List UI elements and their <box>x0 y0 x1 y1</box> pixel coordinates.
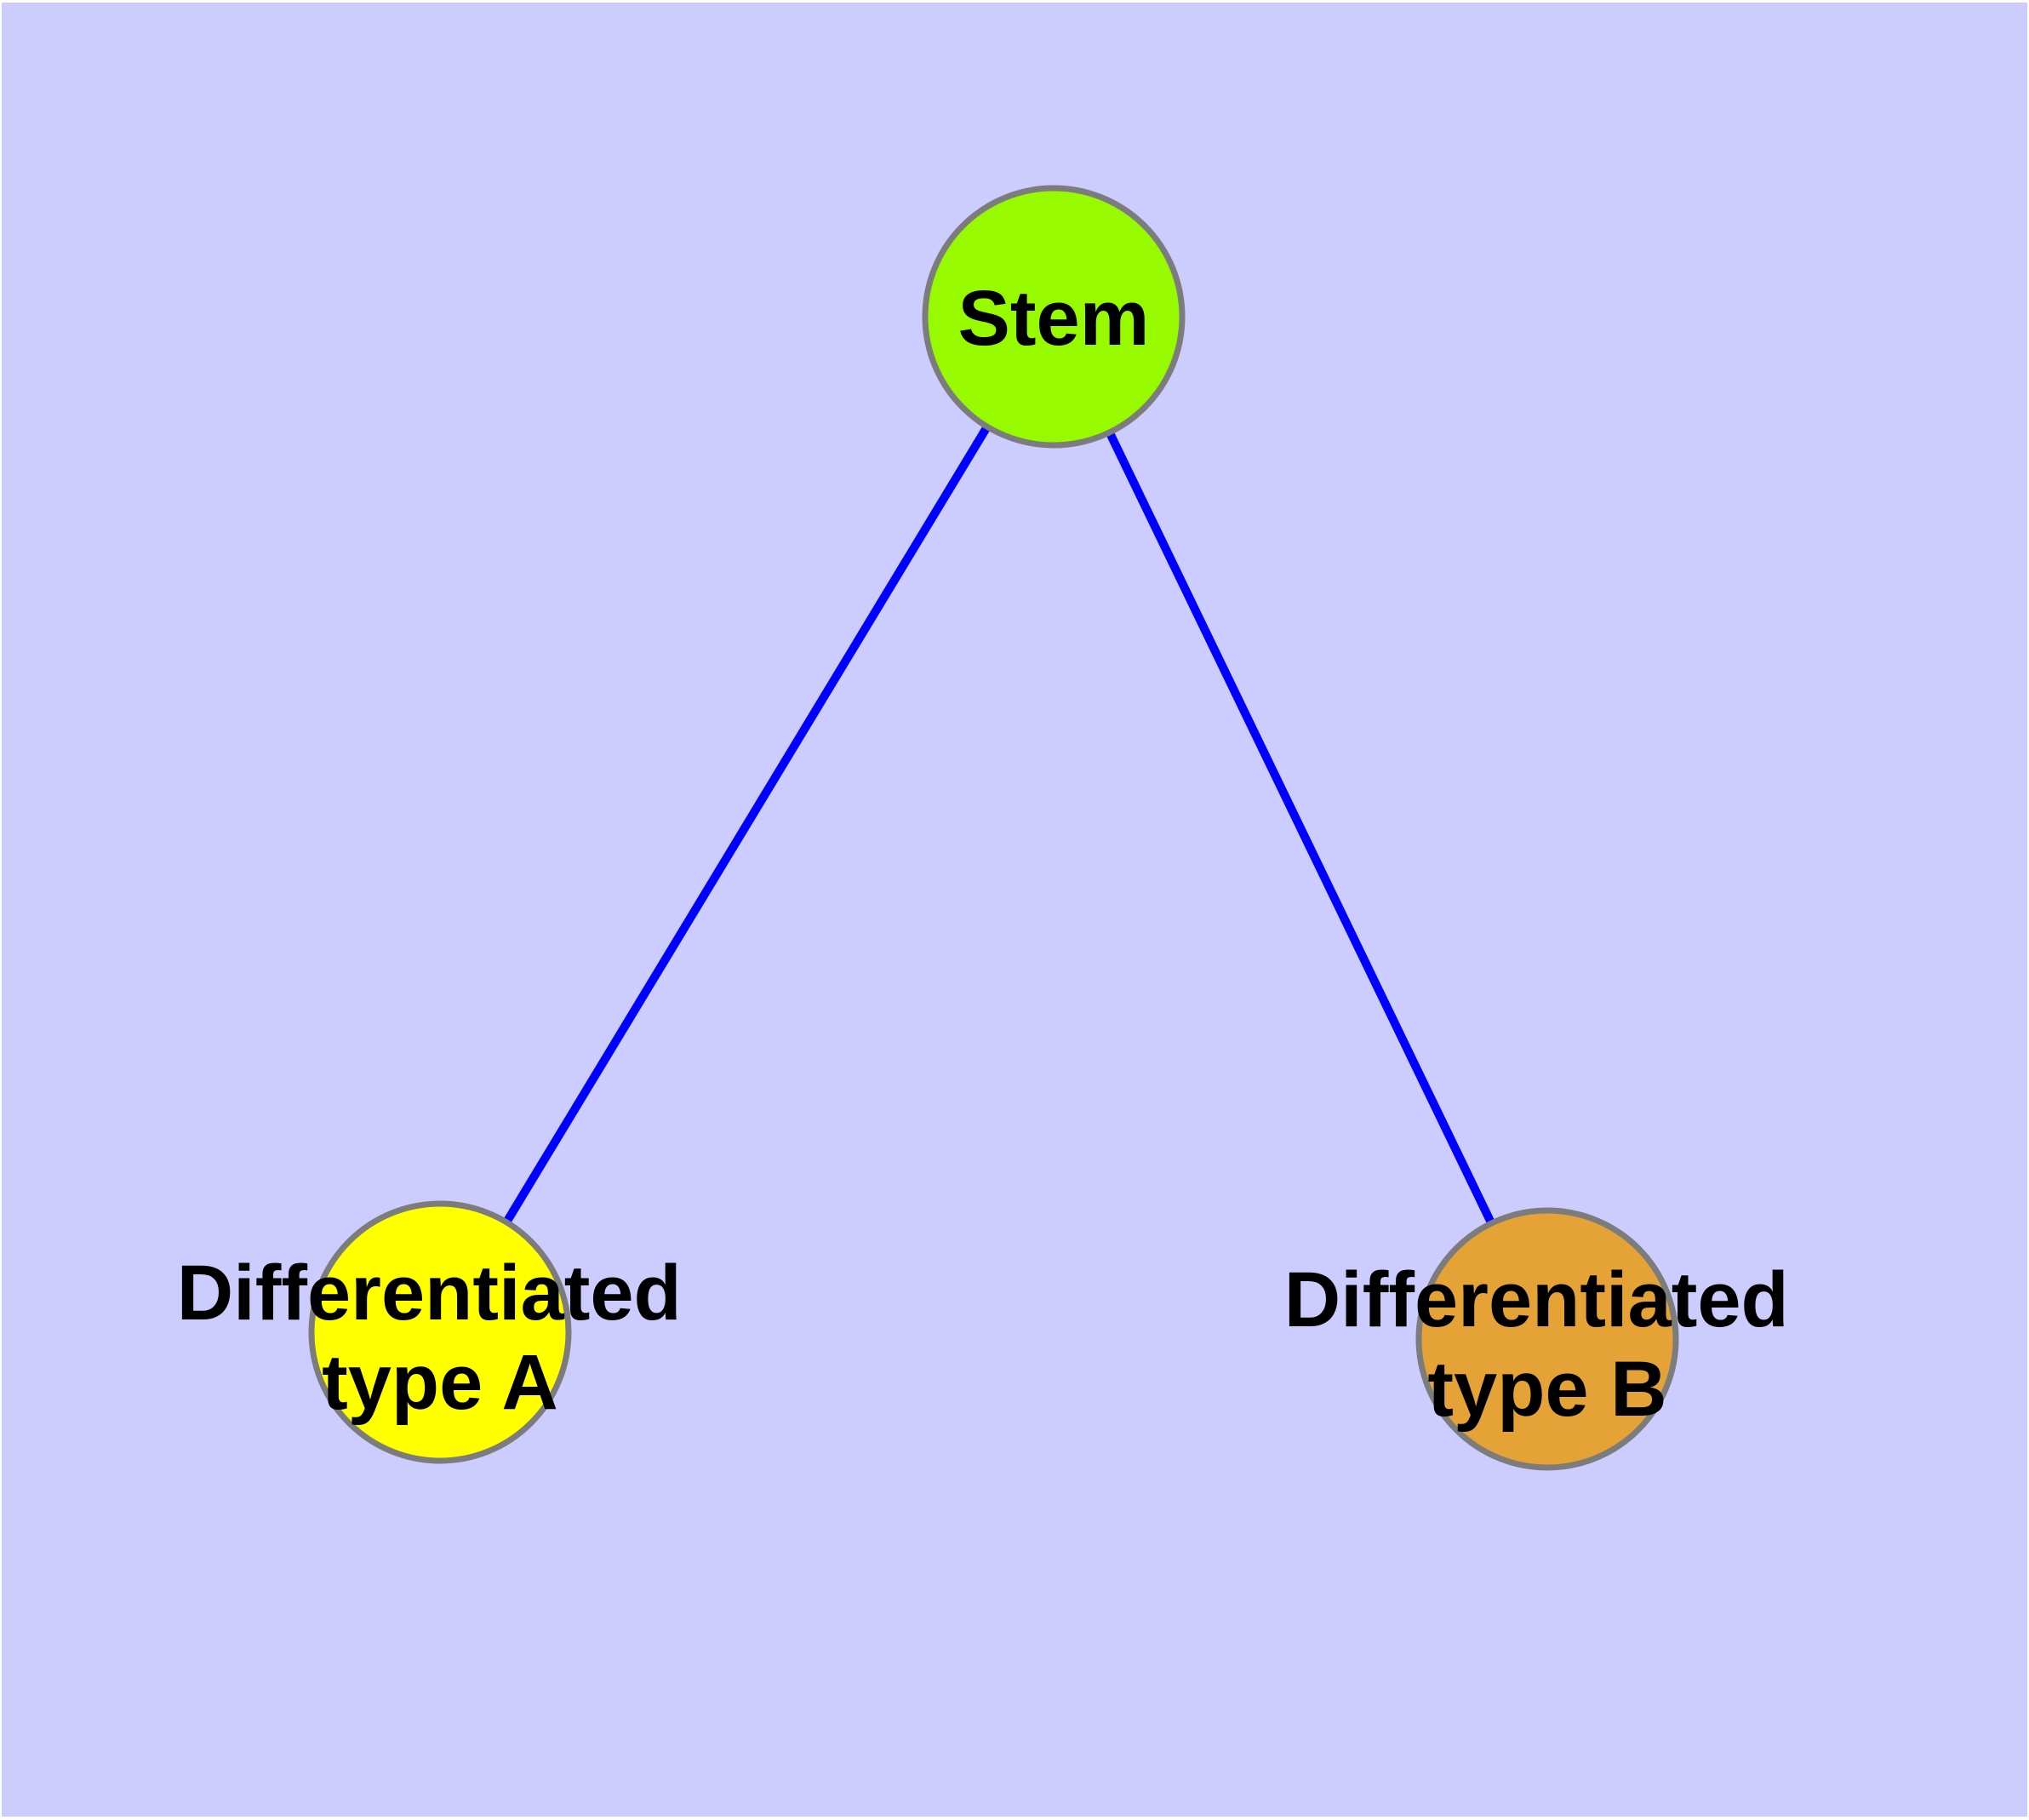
type-a-label-line-1: Differentiated <box>177 1250 682 1336</box>
edge-stem-to-type-b <box>1049 314 1552 1342</box>
type-b-label-line-2: type B <box>1427 1346 1666 1433</box>
stem-label-line-1: Stem <box>958 275 1150 362</box>
stem-node-circle <box>922 185 1186 449</box>
stem-node-label: Stem <box>958 275 1150 362</box>
type-b-label-line-1: Differentiated <box>1284 1256 1789 1343</box>
type-a-label-line-2: type A <box>322 1339 558 1426</box>
edge-group <box>436 314 1552 1342</box>
type-b-node-label: Differentiated type B <box>1284 1256 1811 1433</box>
node-differentiated-type-b: Differentiated type B <box>1284 1207 1811 1471</box>
node-differentiated-type-a: Differentiated type A <box>177 1200 704 1464</box>
node-stem: Stem <box>922 185 1186 449</box>
type-b-node-circle <box>1415 1207 1679 1471</box>
type-a-node-circle <box>308 1200 572 1464</box>
edge-stem-to-type-a <box>436 314 1058 1335</box>
type-a-node-label: Differentiated type A <box>177 1250 704 1426</box>
